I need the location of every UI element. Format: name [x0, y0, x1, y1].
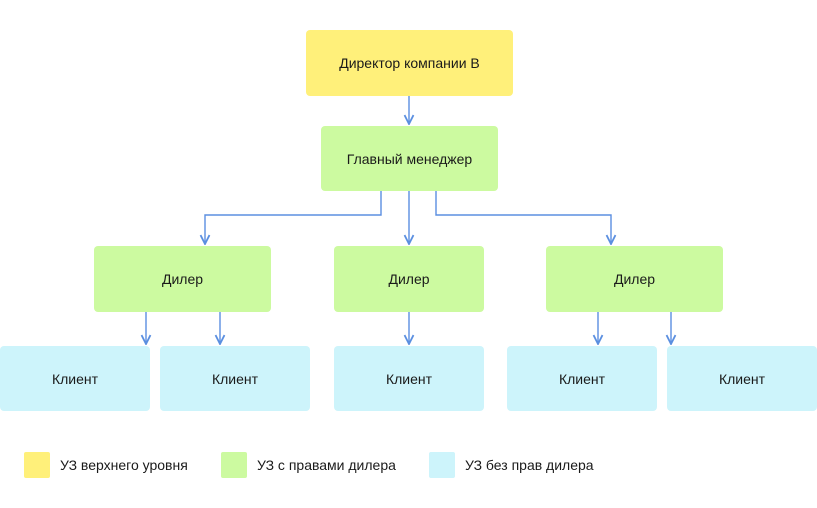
- legend-swatch: [429, 452, 455, 478]
- legend-swatch: [24, 452, 50, 478]
- edge-manager-dealer-3: [435, 191, 611, 244]
- dealer-node: Дилер: [94, 246, 271, 312]
- top-node-label: Директор компании B: [339, 55, 480, 71]
- manager-node: Главный менеджер: [321, 126, 498, 191]
- edge-manager-dealer-1: [205, 191, 382, 244]
- top-node: Директор компании B: [306, 30, 513, 96]
- client-node-label: Клиент: [211, 370, 259, 387]
- client-node: Клиент: [334, 346, 484, 411]
- client-node-label: Клиент: [718, 370, 766, 387]
- client-node: Клиент: [160, 346, 310, 411]
- legend-item-no-dealer-rights: УЗ без прав дилера: [429, 452, 594, 478]
- legend-item-dealer-rights: УЗ с правами дилера: [221, 452, 396, 478]
- legend-item-top-level: УЗ верхнего уровня: [24, 452, 188, 478]
- legend-swatch: [221, 452, 247, 478]
- legend-label: УЗ с правами дилера: [257, 457, 396, 473]
- legend-label: УЗ без прав дилера: [465, 457, 594, 473]
- client-node-label: Клиент: [385, 370, 433, 387]
- client-node: Клиент: [0, 346, 150, 411]
- dealer-node-label: Дилер: [388, 271, 430, 287]
- client-node: Клиент: [507, 346, 657, 411]
- dealer-node-label: Дилер: [613, 271, 656, 287]
- dealer-node-label: Дилер: [161, 271, 204, 287]
- manager-node-label: Главный менеджер: [346, 150, 473, 167]
- client-node: Клиент: [667, 346, 817, 411]
- client-node-label: Клиент: [51, 370, 99, 387]
- client-node-label: Клиент: [558, 370, 606, 387]
- legend-label: УЗ верхнего уровня: [60, 457, 188, 473]
- dealer-node: Дилер: [546, 246, 723, 312]
- dealer-node: Дилер: [334, 246, 484, 312]
